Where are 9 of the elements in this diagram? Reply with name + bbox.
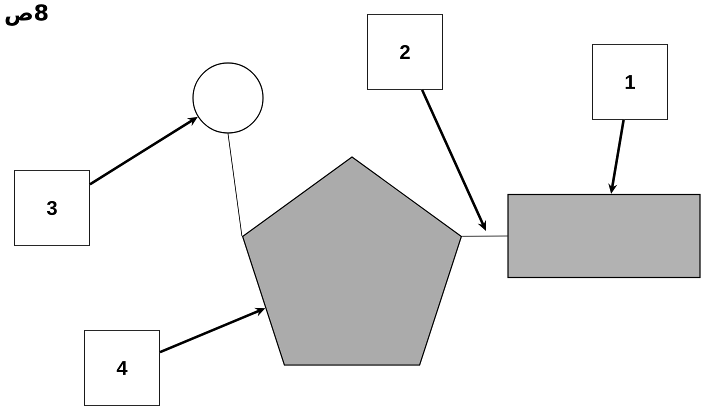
rectangle [507,194,701,278]
number-box: 1 [592,44,668,120]
number-box: 3 [14,170,90,246]
circle [192,62,264,134]
number-box: 2 [367,14,443,90]
connecting-line [228,133,242,237]
number-box: 4 [84,330,160,406]
page-label: ص8 [6,4,48,26]
connecting-line [462,236,508,237]
